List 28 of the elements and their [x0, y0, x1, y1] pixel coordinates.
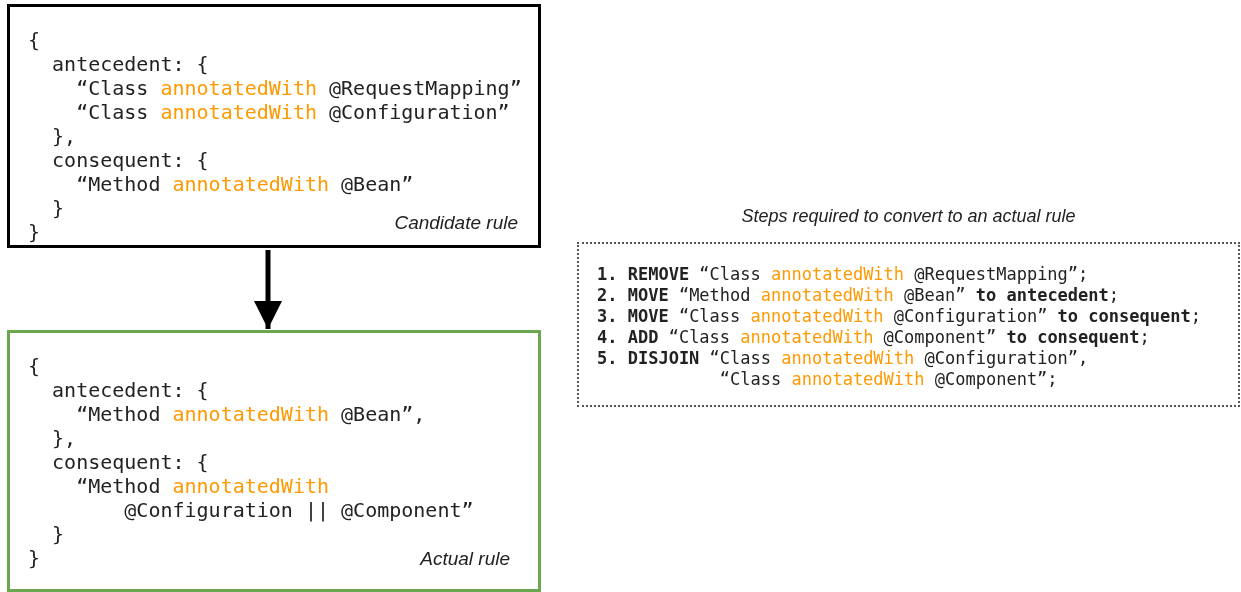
- step-text: 1. REMOVE “Class annotatedWith @RequestMapping”;: [597, 264, 1089, 285]
- step-text: 2. MOVE “Method annotatedWith @Bean” to antecedent;: [597, 285, 1120, 306]
- code-line: “Class annotatedWith @Configuration”: [76, 100, 510, 124]
- step-text: 5. DISJOIN “Class annotatedWith @Configuration”,: [597, 348, 1089, 369]
- code-line: “Method annotatedWith @Bean”,: [76, 402, 426, 426]
- code-line: “Class annotatedWith @RequestMapping”: [76, 76, 522, 100]
- steps-heading: Steps required to convert to an actual rule: [740, 205, 1077, 228]
- code-line: }: [52, 522, 65, 546]
- code-line: consequent: {: [52, 450, 209, 474]
- code-line: {: [28, 354, 41, 378]
- step-text: 3. MOVE “Class annotatedWith @Configuration” to consequent;: [597, 306, 1201, 327]
- step-text: “Class annotatedWith @Component”;: [719, 369, 1058, 390]
- code-line: antecedent: {: [52, 52, 209, 76]
- arrow: [254, 250, 282, 329]
- code-line: antecedent: {: [52, 378, 209, 402]
- code-line: }: [28, 546, 41, 570]
- code-line: @Configuration || @Component”: [124, 498, 474, 522]
- code-line: “Method annotatedWith: [76, 474, 330, 498]
- code-line: “Method annotatedWith @Bean”: [76, 172, 414, 196]
- code-line: }: [28, 220, 41, 244]
- code-line: },: [52, 426, 77, 450]
- rule-caption: Candidate rule: [394, 211, 518, 235]
- step-text: 4. ADD “Class annotatedWith @Component” to consequent;: [597, 327, 1150, 348]
- code-line: {: [28, 28, 41, 52]
- code-line: },: [52, 124, 77, 148]
- code-line: consequent: {: [52, 148, 209, 172]
- rule-caption: Actual rule: [420, 547, 510, 571]
- code-line: }: [52, 196, 65, 220]
